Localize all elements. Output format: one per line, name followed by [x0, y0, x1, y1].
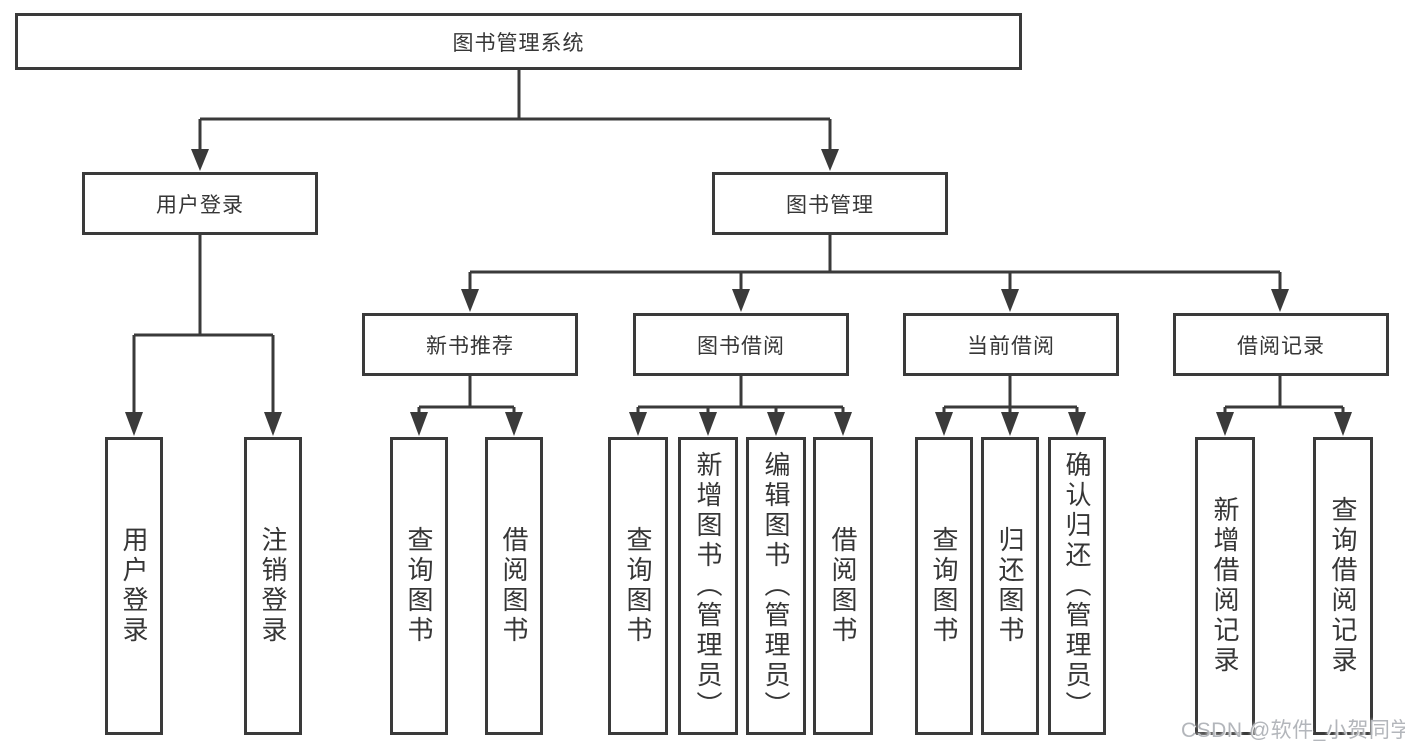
leaf-user-login: 用户登录: [105, 437, 163, 735]
leaf-return-book: 归还图书: [981, 437, 1039, 735]
leaf-query-books-newbooks: 查询图书: [390, 437, 448, 735]
leaf-query-books-current: 查询图书: [915, 437, 973, 735]
node-borrow-records-label: 借阅记录: [1237, 334, 1325, 358]
leaf-label: 借阅图书: [828, 526, 858, 646]
node-current-borrow-label: 当前借阅: [967, 334, 1055, 358]
leaf-edit-book-admin: 编辑图书（管理员）: [746, 437, 806, 735]
leaf-label: 确认归还（管理员）: [1062, 451, 1092, 721]
leaf-label: 编辑图书（管理员）: [761, 451, 791, 721]
node-user-login-label: 用户登录: [156, 193, 244, 217]
leaf-label: 注销登录: [258, 526, 288, 646]
node-root-label: 图书管理系统: [452, 31, 585, 55]
leaf-confirm-return-admin: 确认归还（管理员）: [1048, 437, 1106, 735]
leaf-query-borrow-record: 查询借阅记录: [1313, 437, 1373, 735]
connector-currentborrow-to-leaves: [942, 376, 1079, 412]
node-book-management: 图书管理: [712, 172, 948, 235]
node-book-borrow: 图书借阅: [633, 313, 849, 376]
leaf-label: 查询图书: [623, 526, 653, 646]
leaf-label: 借阅图书: [499, 526, 529, 646]
connector-newbooks-to-leaves: [417, 376, 516, 412]
leaf-label: 查询借阅记录: [1328, 496, 1358, 676]
leaf-label: 新增借阅记录: [1210, 496, 1240, 676]
connector-userlogin-to-leaves: [132, 235, 275, 413]
connector-root-to-level2: [198, 70, 832, 150]
leaf-borrow-books-borrow: 借阅图书: [813, 437, 873, 735]
leaf-label: 新增图书（管理员）: [693, 451, 723, 721]
connector-records-to-leaves: [1223, 376, 1345, 412]
leaf-add-book-admin: 新增图书（管理员）: [678, 437, 738, 735]
leaf-borrow-books-newbooks: 借阅图书: [485, 437, 543, 735]
node-new-book-recommend: 新书推荐: [362, 313, 578, 376]
node-book-management-label: 图书管理: [786, 193, 874, 217]
leaf-label: 归还图书: [995, 526, 1025, 646]
node-new-book-recommend-label: 新书推荐: [426, 334, 514, 358]
leaf-query-books-borrow: 查询图书: [608, 437, 668, 735]
leaf-add-borrow-record: 新增借阅记录: [1195, 437, 1255, 735]
leaf-label: 查询图书: [929, 526, 959, 646]
node-current-borrow: 当前借阅: [903, 313, 1119, 376]
node-user-login: 用户登录: [82, 172, 318, 235]
leaf-label: 查询图书: [404, 526, 434, 646]
connector-bookmgmt-to-level3: [468, 235, 1282, 289]
connector-bookborrow-to-leaves: [636, 376, 845, 412]
node-borrow-records: 借阅记录: [1173, 313, 1389, 376]
leaf-logout: 注销登录: [244, 437, 302, 735]
leaf-label: 用户登录: [119, 526, 149, 646]
node-book-borrow-label: 图书借阅: [697, 334, 785, 358]
watermark: CSDN @软件_小贺同学: [1181, 719, 1405, 742]
node-root: 图书管理系统: [15, 13, 1022, 70]
